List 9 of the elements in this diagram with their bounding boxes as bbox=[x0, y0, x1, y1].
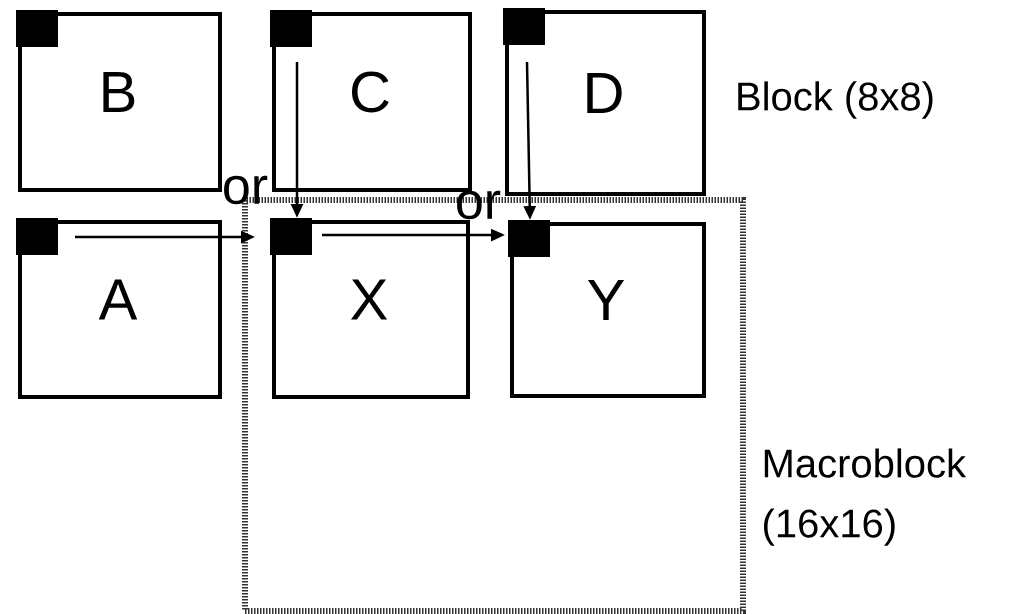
block-box: A bbox=[16, 218, 222, 399]
node-label: Macroblock (16x16) bbox=[764, 448, 967, 546]
block-box: B bbox=[16, 10, 222, 192]
label-text: or bbox=[224, 175, 268, 205]
block-box: D bbox=[503, 8, 706, 196]
label-text: or bbox=[457, 190, 501, 220]
block-box: Y bbox=[508, 220, 706, 398]
label-text: Block (8x8) bbox=[738, 81, 933, 119]
block-box: C bbox=[270, 10, 472, 192]
